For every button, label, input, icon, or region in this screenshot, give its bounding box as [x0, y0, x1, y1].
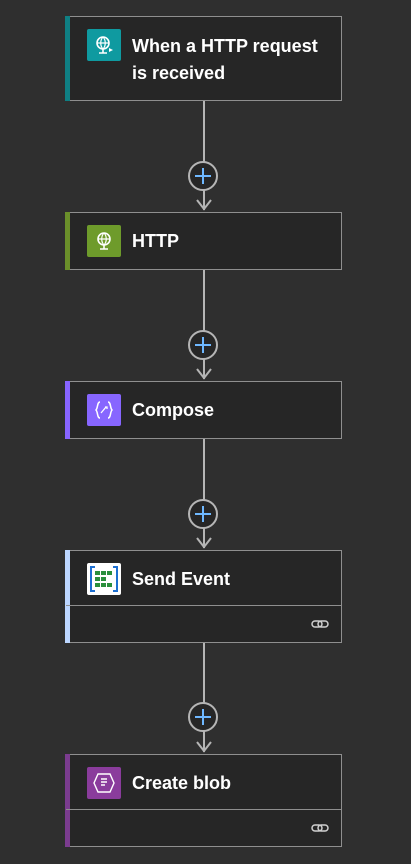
add-step-button[interactable] [188, 330, 218, 360]
arrow-down-icon [196, 368, 212, 380]
step-title: Create blob [132, 773, 232, 793]
step-title: HTTP [132, 231, 179, 251]
arrow-down-icon [196, 537, 212, 549]
step-title: When a HTTP request is received [132, 36, 318, 83]
step-card-http[interactable]: HTTP [65, 212, 342, 270]
step-card-create-blob[interactable]: Create blob [65, 754, 342, 847]
connector-line [203, 269, 205, 379]
step-accent-bar [65, 550, 70, 643]
step-card-compose[interactable]: Compose [65, 381, 342, 439]
link-icon[interactable] [311, 819, 329, 837]
compose-braces-icon [87, 394, 121, 426]
step-accent-bar [65, 381, 70, 439]
step-accent-bar [65, 754, 70, 847]
event-hubs-icon [87, 563, 121, 595]
step-accent-bar [65, 212, 70, 270]
plus-icon [195, 709, 211, 725]
http-request-trigger-icon [87, 29, 121, 61]
add-step-button[interactable] [188, 499, 218, 529]
connector-line [203, 438, 205, 548]
step-title: Send Event [132, 569, 231, 589]
http-globe-icon [87, 225, 121, 257]
arrow-down-icon [196, 741, 212, 753]
add-step-button[interactable] [188, 702, 218, 732]
link-icon[interactable] [311, 615, 329, 633]
arrow-down-icon [196, 199, 212, 211]
plus-icon [195, 168, 211, 184]
add-step-button[interactable] [188, 161, 218, 191]
step-card-send-event[interactable]: Send Event [65, 550, 342, 643]
plus-icon [195, 337, 211, 353]
connector-line [203, 642, 205, 752]
step-title: Compose [132, 400, 215, 420]
step-accent-bar [65, 16, 70, 101]
step-footer [66, 605, 341, 642]
connector-line [203, 100, 205, 210]
blob-storage-icon [87, 767, 121, 799]
step-footer [66, 809, 341, 846]
step-card-http-request-trigger[interactable]: When a HTTP request is received [65, 16, 342, 101]
plus-icon [195, 506, 211, 522]
